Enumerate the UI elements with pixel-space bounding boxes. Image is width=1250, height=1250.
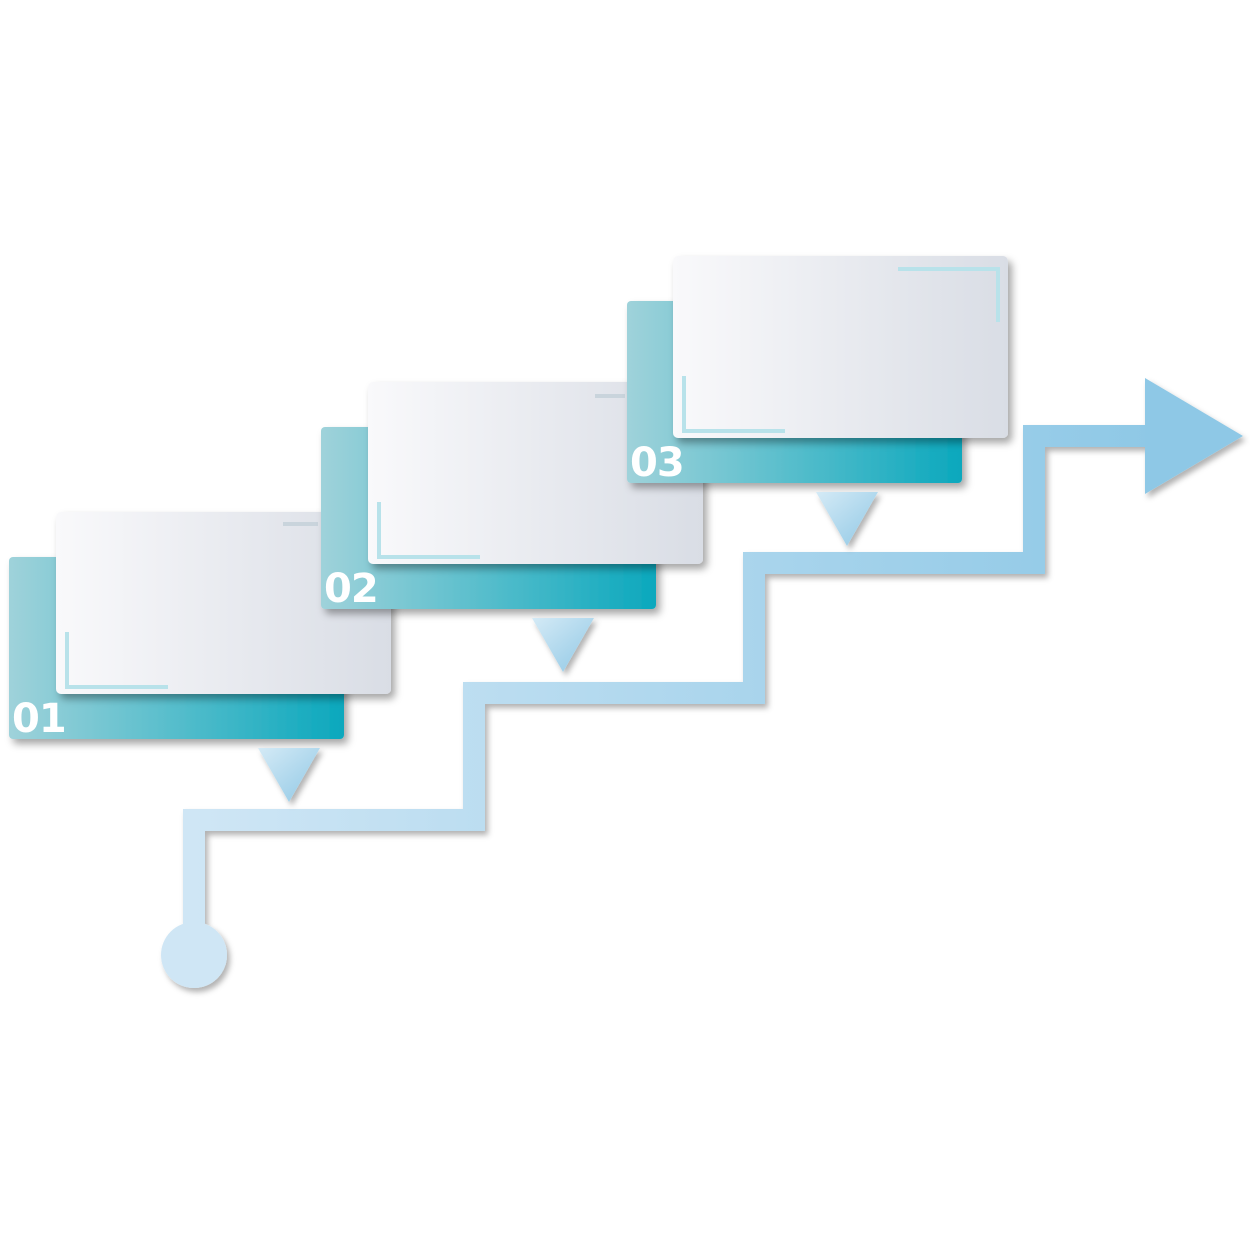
step-2-card [368, 382, 703, 564]
staircase-line [183, 425, 1160, 950]
start-circle [161, 922, 227, 988]
step-3-corner-accent-top-right [898, 267, 1000, 322]
step-2-down-triangle [532, 618, 594, 672]
end-arrow-head [1145, 378, 1243, 494]
step-2-number: 02 [324, 566, 378, 612]
step-1-down-triangle [258, 748, 320, 802]
staircase-path [161, 378, 1243, 988]
step-3-card [673, 256, 1008, 438]
step-3-number: 03 [630, 440, 684, 486]
step-1-number: 01 [12, 696, 66, 742]
step-1: 01 [9, 512, 391, 802]
step-3-down-triangle [816, 492, 878, 546]
step-1-corner-accent-bottom-left [65, 632, 168, 689]
step-2-corner-accent-bottom-left [377, 502, 480, 559]
step-1-card [56, 512, 391, 694]
step-3: 03 [627, 256, 1008, 546]
step-3-corner-accent-bottom-left [682, 376, 785, 433]
step-2: 02 [321, 382, 703, 672]
